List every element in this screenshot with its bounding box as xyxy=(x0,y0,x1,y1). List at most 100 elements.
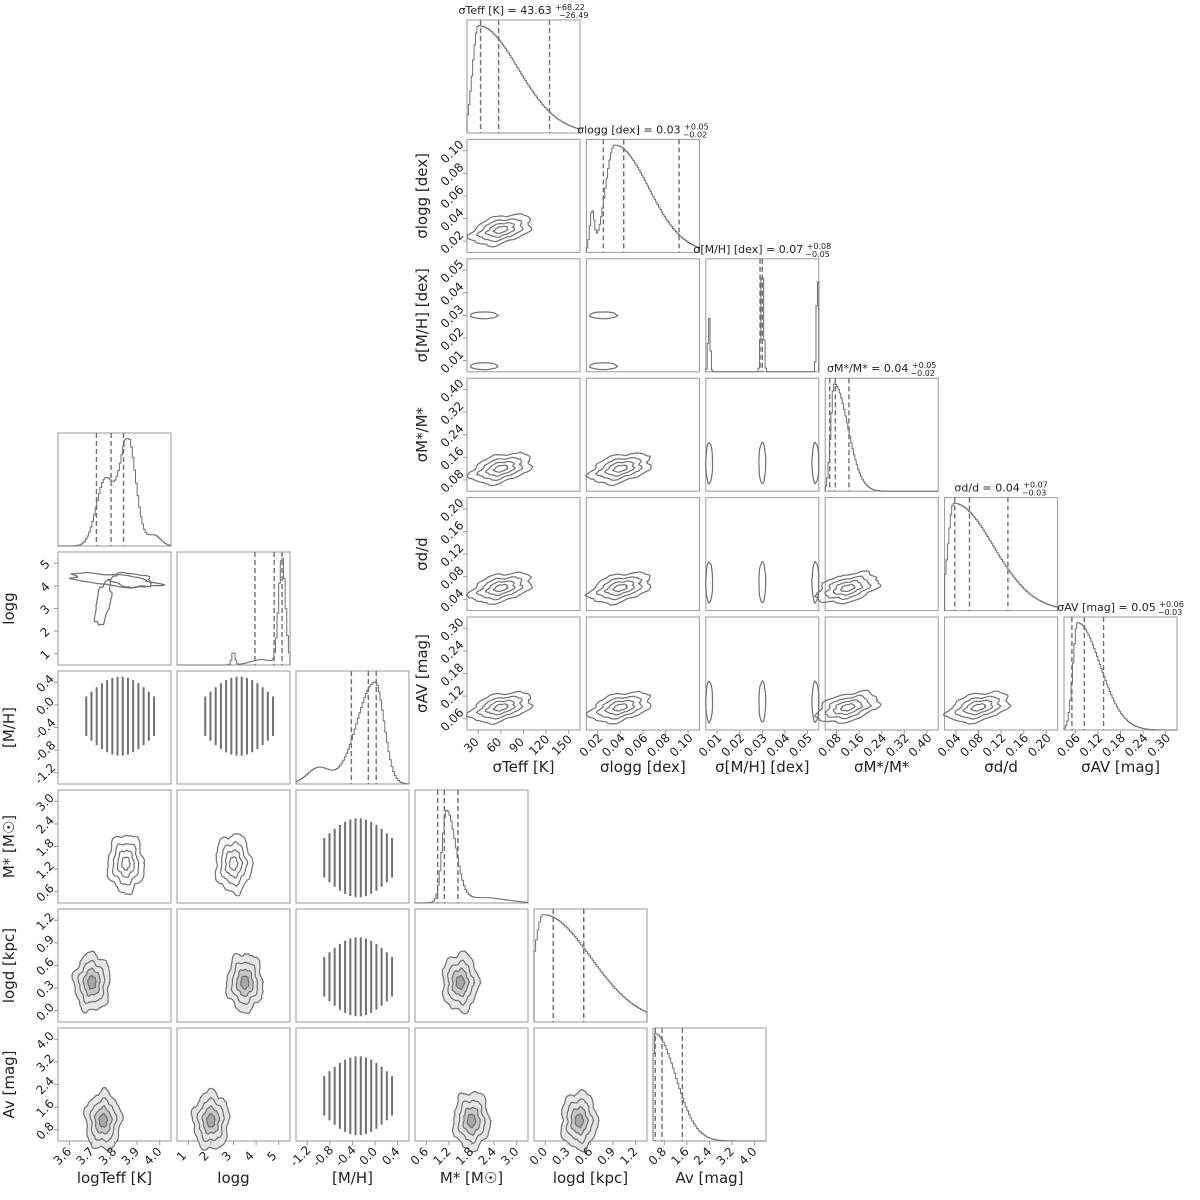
x-tick-label: 0.08 xyxy=(957,731,986,760)
y-axis-label: logd [kpc] xyxy=(0,928,18,1003)
y-tick-label: 1.2 xyxy=(33,859,56,882)
y-tick-label: 0.40 xyxy=(438,376,467,405)
panel-slogg-sMstar xyxy=(584,377,700,492)
panel-sMH-sAv: 0.010.020.030.040.05σ[M/H] [dex] xyxy=(696,616,820,776)
contour xyxy=(824,694,873,720)
panel-frame xyxy=(824,497,939,612)
x-tick-label: 0.24 xyxy=(860,731,889,760)
panel-sTeff-sTeff: σTeff [K] = 43.63 +68.22−26.49 xyxy=(459,3,588,134)
y-tick-label: 0.08 xyxy=(438,467,467,496)
panel-frame xyxy=(585,377,700,492)
x-tick-label: 120 xyxy=(526,732,552,758)
panel-sMH-sMH: σ[M/H] [dex] = 0.07 +0.08−0.05 xyxy=(693,242,831,373)
x-tick-label: 0.16 xyxy=(1002,731,1031,760)
contour xyxy=(469,311,500,320)
x-tick-label: 0.10 xyxy=(667,731,696,760)
x-tick-label: 0.6 xyxy=(408,1144,431,1167)
panel-Mstar-logd xyxy=(414,908,529,1023)
y-tick-label: 5 xyxy=(38,557,53,572)
histogram-sMstar xyxy=(824,383,939,492)
y-axis-label: σAV [mag] xyxy=(413,634,431,713)
panel-MH-MH xyxy=(295,670,410,785)
contour xyxy=(240,975,250,991)
x-tick-label: 1.2 xyxy=(617,1144,640,1167)
x-axis-label: [M/H] xyxy=(332,1169,373,1187)
x-axis-label: logg xyxy=(217,1169,249,1187)
x-tick-label: -0.8 xyxy=(310,1143,336,1169)
contour xyxy=(603,460,636,477)
contour xyxy=(595,695,643,720)
contour xyxy=(961,699,994,716)
histogram-MH xyxy=(295,681,410,785)
x-tick-label: -1.2 xyxy=(287,1143,313,1169)
contour xyxy=(611,703,629,712)
panel-frame xyxy=(585,616,700,731)
contour xyxy=(583,571,652,606)
contour xyxy=(475,456,524,482)
contour xyxy=(469,362,499,371)
contour xyxy=(811,441,820,485)
y-tick-label: 0.08 xyxy=(438,563,467,592)
y-tick-label: -0.4 xyxy=(32,715,58,741)
y-tick-label: 4.0 xyxy=(33,1029,56,1052)
x-tick-label: 0.8 xyxy=(646,1144,669,1167)
y-axis-label: Av [mag] xyxy=(0,1050,18,1118)
contour xyxy=(758,680,767,723)
contour xyxy=(93,578,113,626)
panel-sAv-sAv: σAV [mag] = 0.05 +0.06−0.030.060.120.180… xyxy=(1054,600,1184,776)
x-tick-label: 2.4 xyxy=(476,1144,499,1167)
contour xyxy=(705,680,714,724)
contour xyxy=(111,843,140,886)
contour xyxy=(839,583,856,593)
contour xyxy=(121,856,131,872)
panel-frame xyxy=(295,908,410,1023)
panel-logg-MH xyxy=(176,670,291,785)
y-tick-label: 0.4 xyxy=(33,672,56,695)
y-tick-label: 0.12 xyxy=(438,683,467,712)
y-tick-label: 0.04 xyxy=(438,205,467,234)
panel-frame xyxy=(944,497,1059,612)
x-tick-label: 0.24 xyxy=(1122,731,1151,760)
y-axis-label: σlogg [dex] xyxy=(413,153,431,239)
contour xyxy=(484,222,516,238)
panel-frame xyxy=(466,138,581,253)
contour xyxy=(492,225,509,235)
panel-frame xyxy=(705,497,820,612)
x-tick-label: 0.02 xyxy=(576,731,605,760)
x-tick-label: -0.4 xyxy=(332,1143,358,1169)
panel-sTeff-sMH: 0.010.020.030.040.05σ[M/H] [dex] xyxy=(413,257,581,376)
x-tick-label: 0.3 xyxy=(549,1144,572,1167)
panel-sMstar-sd xyxy=(813,497,939,612)
contour xyxy=(603,699,636,716)
y-tick-label: 0.16 xyxy=(438,444,467,473)
contour xyxy=(970,703,987,712)
histogram-sd xyxy=(944,502,1059,611)
x-tick-label: 0.32 xyxy=(883,731,912,760)
contour xyxy=(811,560,820,604)
contour xyxy=(98,1112,109,1129)
contour xyxy=(811,680,820,724)
contour xyxy=(492,464,509,473)
x-tick-label: 60 xyxy=(484,735,505,756)
contour xyxy=(475,695,524,720)
x-tick-label: 2.4 xyxy=(691,1144,714,1167)
panel-frame xyxy=(57,908,172,1023)
panel-slogg-sMH xyxy=(585,258,700,373)
x-axis-label: Av [mag] xyxy=(675,1169,743,1187)
x-axis-label: σ[M/H] [dex] xyxy=(715,758,809,776)
panel-frame xyxy=(466,19,581,134)
x-axis-label: σM*/M* xyxy=(854,758,910,776)
panel-title: σM*/M* = 0.04 +0.05−0.02 xyxy=(827,361,936,378)
panel-sMH-sd xyxy=(705,497,820,612)
contour xyxy=(466,1113,477,1129)
x-tick-label: 30 xyxy=(461,735,482,756)
panel-title: σd/d = 0.04 +0.07−0.03 xyxy=(954,481,1047,498)
contour xyxy=(585,690,652,725)
contour xyxy=(824,575,872,601)
contour xyxy=(228,856,239,872)
y-tick-label: 0.16 xyxy=(438,518,467,547)
